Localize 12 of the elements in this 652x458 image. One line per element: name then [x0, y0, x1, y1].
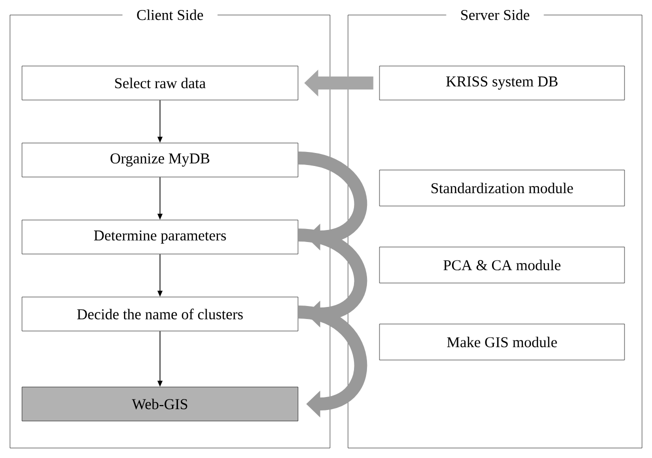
- curved-arrow: [298, 228, 367, 328]
- shaded-box: Web-GIS: [22, 386, 298, 422]
- process-box: Make GIS module: [379, 324, 625, 360]
- curved-arrow: [298, 152, 367, 250]
- process-box: PCA & CA module: [379, 246, 625, 284]
- process-box: Decide the name of clusters: [22, 296, 298, 332]
- process-box: Select raw data: [22, 66, 298, 100]
- process-box: Organize MyDB: [22, 142, 298, 178]
- process-box: Determine parameters: [22, 220, 298, 254]
- process-box: KRISS system DB: [379, 66, 625, 100]
- process-box: Standardization module: [379, 170, 625, 206]
- curved-arrow: [298, 306, 367, 418]
